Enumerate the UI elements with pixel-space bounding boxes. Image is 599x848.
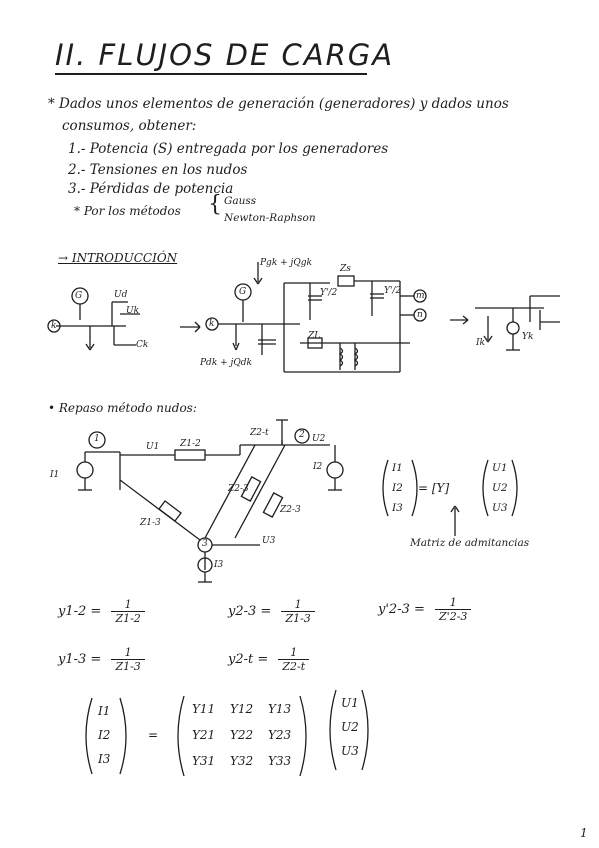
full-lhs-2: I2 <box>98 728 111 742</box>
fig2-ysh1: Y'/2 <box>320 288 338 298</box>
fig2-zs: Zs <box>340 264 351 274</box>
mat-eq-lhs-1: I1 <box>392 462 403 474</box>
circuit-i2: I2 <box>313 462 323 472</box>
circuit-z23b: Z2-3 <box>280 505 301 515</box>
fig2-node-n: n <box>417 310 423 320</box>
mat-eq-rhs-1: U1 <box>492 462 508 474</box>
fig3-diagram <box>475 295 560 351</box>
mat-eq-mid: = [Y] <box>418 481 450 495</box>
circuit-z2t: Z2-t <box>250 428 269 438</box>
method-gauss: Gauss <box>224 195 257 207</box>
y-11: Y11 <box>192 702 216 716</box>
mat-eq-rhs-2: U2 <box>492 482 508 494</box>
fig2-node-label: k <box>209 319 215 329</box>
full-rhs-1: U1 <box>341 696 359 710</box>
methods-brace: { <box>208 192 222 217</box>
full-eq: = <box>148 728 159 742</box>
fig3-current: Ik <box>476 338 486 348</box>
circuit-node-2: 2 <box>299 430 305 440</box>
fig2-power-gen: Pgk + jQgk <box>260 258 312 268</box>
fig2-ysh2: Y'/2 <box>384 286 402 296</box>
node-circuit <box>76 419 344 583</box>
method-newton: Newton-Raphson <box>224 212 316 224</box>
full-lhs-1: I1 <box>98 704 111 718</box>
fig1-load-label: Ud <box>114 290 128 300</box>
circuit-z23: Z2-3 <box>228 484 249 494</box>
fig2-power-load: Pdk + jQdk <box>200 358 252 368</box>
title-underline <box>55 73 367 75</box>
intro-line-2: consumos, obtener: <box>62 118 197 134</box>
page-title: II. FLUJOS DE CARGA <box>55 38 395 72</box>
y-31: Y31 <box>192 754 216 768</box>
full-lhs-3: I3 <box>98 752 111 766</box>
y-22: Y22 <box>230 728 254 742</box>
fig1-gen-label: G <box>75 291 83 301</box>
section-review: • Repaso método nudos: <box>48 401 197 415</box>
intro-item-3: 3.- Pérdidas de potencia <box>68 181 234 197</box>
circuit-i1: I1 <box>50 470 60 480</box>
circuit-node-3: 3 <box>202 539 208 549</box>
intro-line-1: * Dados unos elementos de generación (ge… <box>48 96 509 112</box>
full-rhs-3: U3 <box>341 744 359 758</box>
y-23: Y23 <box>268 728 292 742</box>
fig2-diagram <box>205 262 427 373</box>
mat-eq-note: Matriz de admitancias <box>410 537 530 549</box>
mat-eq-lhs-3: I3 <box>392 502 403 514</box>
page-number: 1 <box>580 826 588 840</box>
y-12: Y12 <box>230 702 254 716</box>
circuit-z12: Z1-2 <box>180 439 201 449</box>
mat-eq-rhs-3: U3 <box>492 502 508 514</box>
fig1-load2-label: Uk <box>126 306 140 316</box>
fig1-line-label: Ck <box>136 340 149 350</box>
y-21: Y21 <box>192 728 216 742</box>
full-matrix-brackets <box>85 689 369 777</box>
fig1-node-label: k <box>51 321 57 331</box>
intro-item-2: 2.- Tensiones en los nudos <box>68 162 248 178</box>
circuit-node-1: 1 <box>94 434 100 444</box>
fig2-zl: ZL <box>308 331 321 341</box>
fig3-admittance: Yk <box>522 332 534 342</box>
fig2-node-m: m <box>416 291 425 301</box>
intro-item-1: 1.- Potencia (S) entregada por los gener… <box>68 141 389 157</box>
fig1-diagram <box>47 287 140 351</box>
y-33: Y33 <box>268 754 292 768</box>
circuit-i3: I3 <box>214 560 224 570</box>
circuit-u3: U3 <box>262 536 276 546</box>
circuit-z13: Z1-3 <box>140 518 161 528</box>
matrix-eq-brackets <box>382 459 518 536</box>
circuit-u2: U2 <box>312 434 326 444</box>
mat-eq-lhs-2: I2 <box>392 482 403 494</box>
section-introduction: → INTRODUCCIÓN <box>58 251 178 265</box>
full-rhs-2: U2 <box>341 720 359 734</box>
fig2-gen-label: G <box>239 287 247 297</box>
y-32: Y32 <box>230 754 254 768</box>
methods-prefix: * Por los métodos <box>74 204 181 218</box>
circuit-u1: U1 <box>146 442 160 452</box>
y-13: Y13 <box>268 702 292 716</box>
